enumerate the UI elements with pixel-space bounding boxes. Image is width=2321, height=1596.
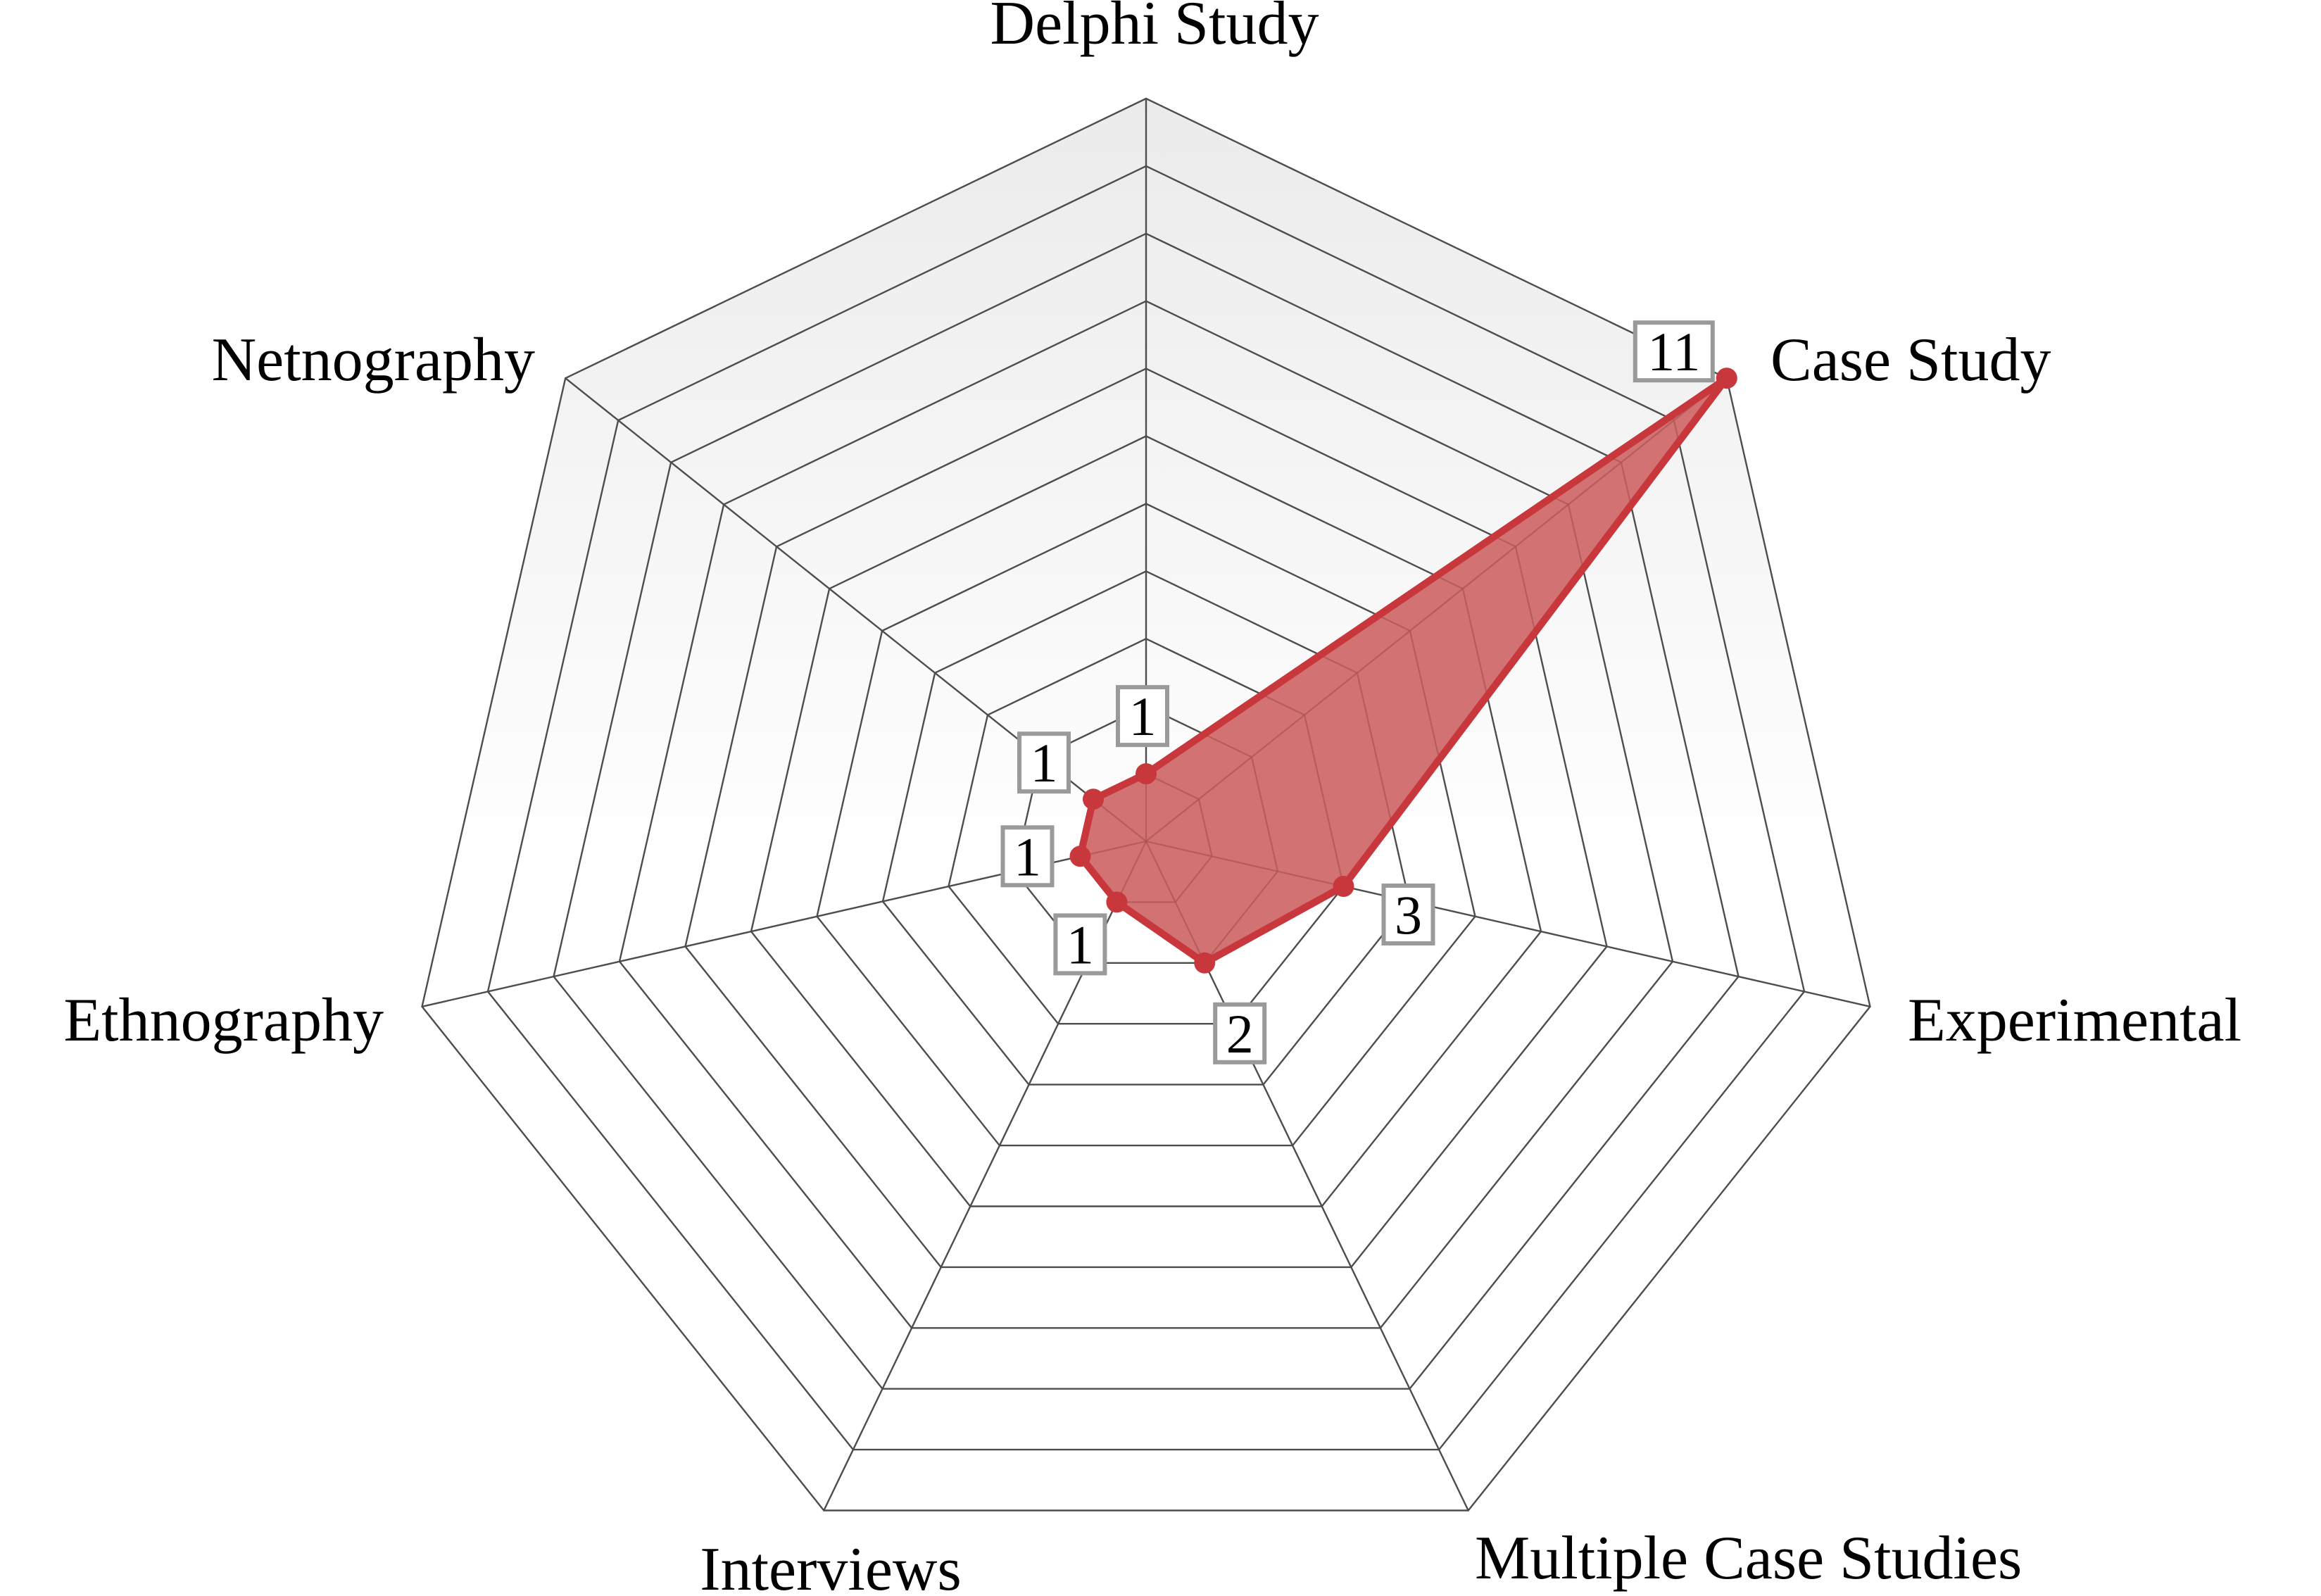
data-label-value: 1 <box>1031 732 1058 793</box>
axis-label-delphi-study: Delphi Study <box>990 0 1319 58</box>
data-label-value: 2 <box>1226 1003 1254 1064</box>
data-label-value: 1 <box>1129 686 1157 747</box>
axis-label-multiple-case-studies: Multiple Case Studies <box>1475 1524 2022 1592</box>
axis-label-case-study: Case Study <box>1770 326 2051 394</box>
data-point-interviews <box>1106 891 1128 913</box>
series-inner-ring <box>1080 705 1279 963</box>
data-label-box <box>1116 685 1169 748</box>
data-label-value: 11 <box>1647 321 1700 382</box>
series-points <box>1069 367 1737 974</box>
data-label-multiple-case-studies: 2 <box>1213 1002 1267 1064</box>
series-inner-ring <box>1080 570 1411 963</box>
grid-ring <box>486 165 1806 1451</box>
data-label-box <box>1381 884 1435 945</box>
grid-ring <box>618 300 1674 1329</box>
data-label-ethnography: 1 <box>1000 825 1055 888</box>
series-inner-spoke <box>1145 841 1469 963</box>
data-label-box <box>1053 913 1107 976</box>
data-point-case-study <box>1716 367 1737 389</box>
series-inner-spoke <box>1145 378 1727 842</box>
series-inner-ring <box>1080 638 1345 963</box>
data-label-box <box>1213 1002 1267 1064</box>
grid-ring <box>421 97 1871 1512</box>
data-label-netnography: 1 <box>1017 731 1071 794</box>
axis-label-netnography: Netnography <box>212 326 535 394</box>
series-inner-ring <box>1080 378 1608 963</box>
data-point-multiple-case-studies <box>1194 952 1216 974</box>
data-point-delphi-study <box>1136 763 1157 785</box>
series-inner-ring <box>1080 503 1476 963</box>
data-label-value: 3 <box>1395 884 1422 945</box>
axis-label-interviews: Interviews <box>700 1535 961 1596</box>
axis-label-experimental: Experimental <box>1908 986 2241 1055</box>
data-point-ethnography <box>1069 846 1091 867</box>
data-label-box <box>1017 731 1071 794</box>
data-label-case-study: 11 <box>1633 320 1715 383</box>
data-point-experimental <box>1333 876 1354 897</box>
data-label-delphi-study: 1 <box>1116 685 1169 748</box>
axis-label-ethnography: Ethnography <box>63 986 384 1055</box>
data-label-box <box>1633 320 1715 383</box>
data-label-box <box>1000 825 1055 888</box>
data-label-experimental: 3 <box>1381 884 1435 945</box>
data-label-value: 1 <box>1067 914 1094 975</box>
series-inner-ring <box>1080 435 1542 963</box>
grid-ring <box>553 232 1740 1390</box>
data-point-netnography <box>1083 788 1104 810</box>
data-label-value: 1 <box>1014 826 1041 887</box>
data-label-interviews: 1 <box>1053 913 1107 976</box>
